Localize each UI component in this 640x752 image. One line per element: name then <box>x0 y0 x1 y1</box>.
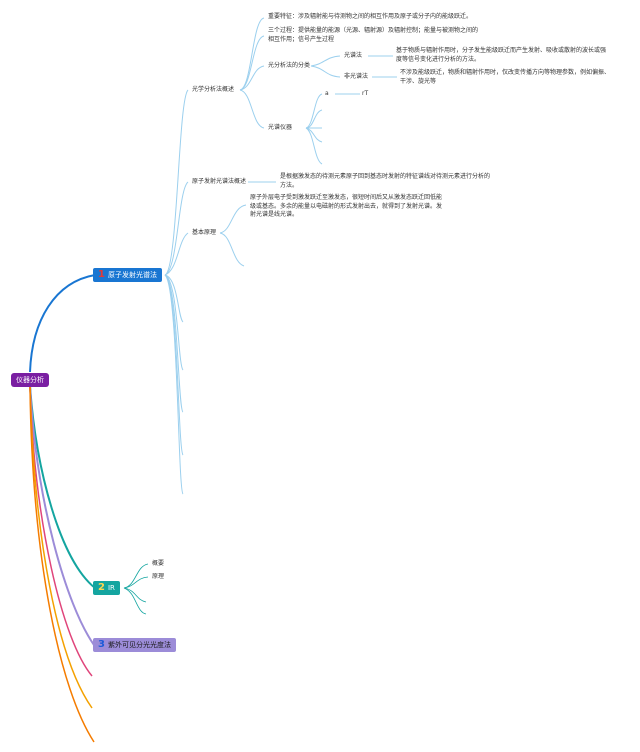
branch-label-2: IR <box>107 584 115 592</box>
branch2-item-summary[interactable]: 概要 <box>152 560 165 567</box>
note-important-feature: 重要特征：涉及辐射能与待测物之间的相互作用及原子或分子内的能级跃迁。 <box>268 13 473 20</box>
branch-label-3: 紫外可见分光光度法 <box>107 641 171 649</box>
link-root-branch5 <box>29 385 93 709</box>
desc-nonspectral-method: 不涉及能级跃迁，物质和辐射作用时，仅改变传播方向等物理参数，例如偏振、干涉、旋光… <box>400 69 611 85</box>
branch-number-1: 1 <box>98 269 105 280</box>
instrument-item-rt[interactable]: rT <box>362 90 369 97</box>
root-topic[interactable]: 仪器分析 <box>11 373 49 387</box>
instrument-item-a[interactable]: a <box>325 90 329 97</box>
item-spectral-method[interactable]: 光谱法 <box>344 52 363 59</box>
branch-label-1: 原子发射光谱法 <box>107 271 157 279</box>
link-root-branch1 <box>29 274 96 373</box>
item-nonspectral-method[interactable]: 非光谱法 <box>344 73 369 80</box>
desc-basic-principle: 原子外层电子受到激发跃迁至激发态，很短时间后又从激发态跃迁回低能级或基态。多余的… <box>250 194 443 218</box>
note-three-processes-2: 相互作用；信号产生过程 <box>268 36 335 43</box>
link-root-branch6 <box>29 385 95 743</box>
desc-spectral-method: 基于物质与辐射作用时，分子发生能级跃迁而产生发射、吸收或散射的波长或强度等信号变… <box>396 47 607 63</box>
subtopic-spectral-instrument[interactable]: 光谱仪器 <box>268 124 293 131</box>
branch2-item-principle[interactable]: 原理 <box>152 573 165 580</box>
note-three-processes-1: 三个过程：提供能量的能源（光源、辐射源）及辐射控制；能量与被测物之间的 <box>268 27 479 34</box>
subtopic-aes-overview[interactable]: 原子发射光谱法概述 <box>192 178 247 185</box>
branch-number-3: 3 <box>98 639 105 650</box>
link-root-branch2 <box>29 385 96 589</box>
link-root-branch3 <box>29 385 95 646</box>
root-label: 仪器分析 <box>16 376 44 384</box>
subtopic-basic-principle[interactable]: 基本原理 <box>192 229 217 236</box>
subtopic-classification[interactable]: 光分析法的分类 <box>268 62 311 69</box>
subtopic-optical-overview[interactable]: 光学分析法概述 <box>192 86 235 93</box>
branch-number-2: 2 <box>98 582 105 593</box>
desc-aes-overview: 是根据激发态的待测元素原子回到基态时发射的特征谱线对待测元素进行分析的方法。 <box>280 173 491 189</box>
